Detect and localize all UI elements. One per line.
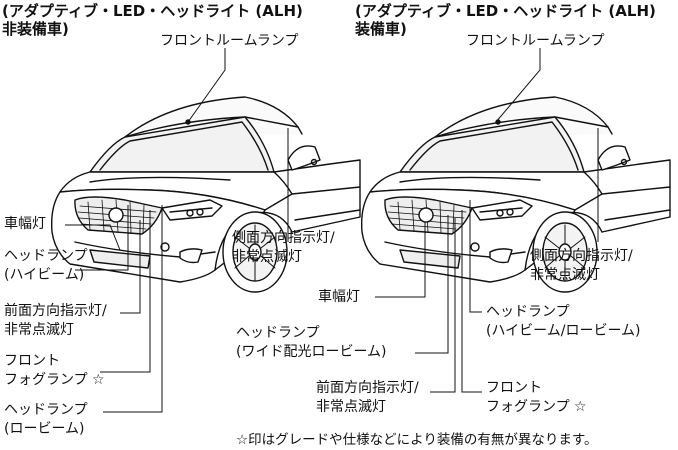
left-front-turn-label-1: 前面方向指示灯/ xyxy=(4,303,107,319)
left-headlamp-low-label-2: (ロービーム) xyxy=(4,421,85,437)
right-headlamp-hl-label-1: ヘッドランプ xyxy=(486,304,570,320)
left-header-line1: (アダプティブ・LED・ヘッドライト (ALH) xyxy=(2,2,303,20)
right-clearance-lamp-label: 車幅灯 xyxy=(318,289,360,305)
left-headlamp-low-label-1: ヘッドランプ xyxy=(4,402,88,418)
right-front-room-lamp-label: フロントルームランプ xyxy=(466,33,605,49)
left-fog-label-1: フロント xyxy=(4,353,60,369)
left-front-room-lamp-label: フロントルームランプ xyxy=(160,33,299,49)
right-fog-label-2: フォグランプ ☆ xyxy=(486,399,587,415)
left-front-turn-label-2: 非常点滅灯 xyxy=(4,322,74,338)
right-header-line2: 装備車) xyxy=(355,20,407,38)
left-headlamp-high-label-1: ヘッドランプ xyxy=(4,248,88,264)
right-header-line1: (アダプティブ・LED・ヘッドライト (ALH) xyxy=(355,2,656,20)
left-side-turn-label-1: 側面方向指示灯/ xyxy=(232,230,335,246)
right-front-turn-label-1: 前面方向指示灯/ xyxy=(316,380,419,396)
left-fog-label-2: フォグランプ ☆ xyxy=(4,372,105,388)
right-side-turn-label-1: 側面方向指示灯/ xyxy=(530,248,633,264)
left-header-line2: 非装備車) xyxy=(2,20,69,38)
footnote: ☆印はグレードや仕様などにより装備の有無が異なります。 xyxy=(236,432,598,448)
left-clearance-lamp-label: 車幅灯 xyxy=(4,216,46,232)
right-headlamp-wide-label-2: (ワイド配光ロービーム) xyxy=(236,344,387,360)
right-fog-label-1: フロント xyxy=(486,380,542,396)
right-headlamp-wide-label-1: ヘッドランプ xyxy=(236,325,320,341)
right-headlamp-hl-label-2: (ハイビーム/ロービーム) xyxy=(486,323,641,339)
right-front-turn-label-2: 非常点滅灯 xyxy=(316,399,386,415)
right-side-turn-label-2: 非常点滅灯 xyxy=(530,267,600,283)
left-headlamp-high-label-2: (ハイビーム) xyxy=(4,267,85,283)
left-side-turn-label-2: 非常点滅灯 xyxy=(232,249,302,265)
